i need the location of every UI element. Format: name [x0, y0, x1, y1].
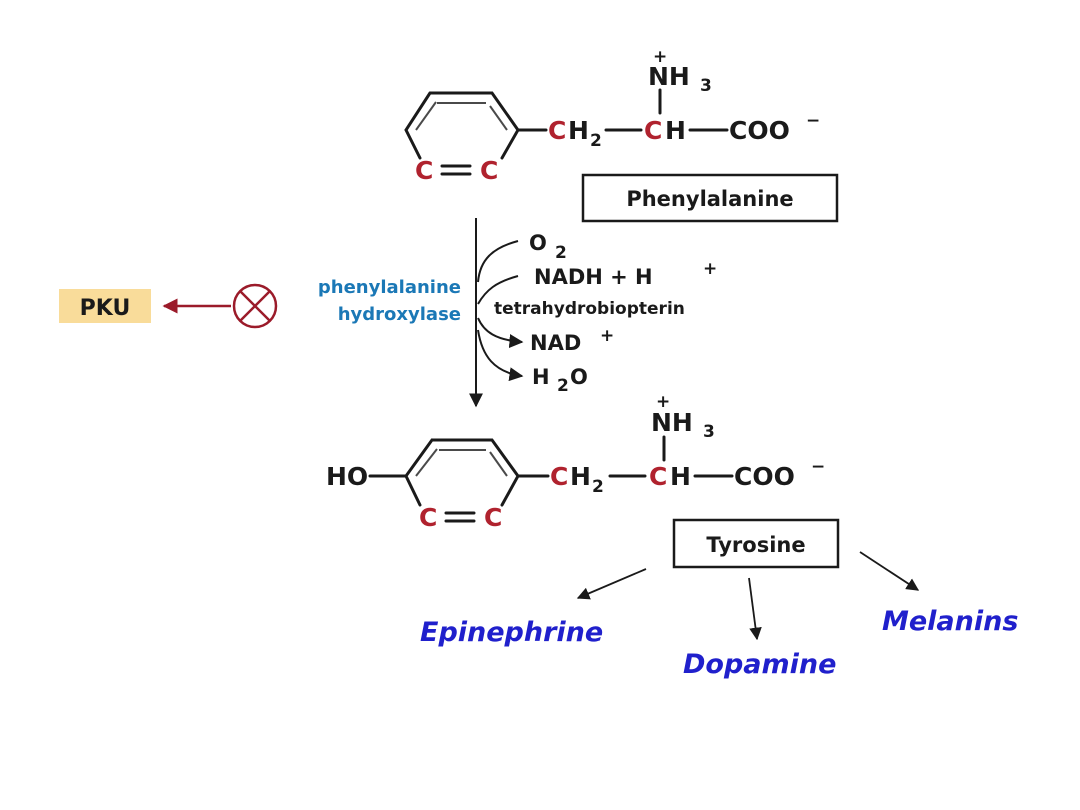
ch2-hydrogen: H [570, 462, 591, 491]
product-epinephrine: Epinephrine [420, 617, 603, 648]
blocked-icon [232, 283, 278, 329]
h2o-output-arrow [477, 329, 524, 382]
alpha-carbon: C [644, 116, 662, 145]
h2o-hydrogen: H [532, 365, 550, 389]
carboxylate-charge: − [811, 457, 825, 477]
nad-label: NAD [530, 331, 581, 355]
ring-carbon-right: C [484, 503, 502, 532]
h2o-subscript: 2 [557, 376, 569, 396]
amino-charge: + [656, 392, 670, 412]
enzyme-name-line1: phenylalanine [318, 277, 461, 298]
dopamine-arrow [748, 577, 762, 641]
phenylalanine-label-box: Phenylalanine [581, 173, 839, 223]
o2-subscript: 2 [555, 243, 567, 263]
alpha-carbon: C [649, 462, 667, 491]
alpha-hydrogen: H [665, 116, 686, 145]
ring-carbon-right: C [480, 156, 498, 185]
amino-group: NH [651, 408, 693, 437]
ch2-carbon: C [550, 462, 568, 491]
hydroxyl-group: HO [326, 462, 368, 491]
cofactors: O 2 NADH + H + tetrahydrobiopterin NAD +… [494, 231, 717, 396]
nadh-label: NADH + H [534, 265, 653, 289]
carboxylate: COO [734, 462, 795, 491]
epinephrine-arrow [576, 568, 647, 600]
h2o-oxygen: O [570, 365, 588, 389]
nad-superscript: + [600, 326, 614, 346]
carboxylate-charge: − [806, 111, 820, 131]
tyrosine-label-box: Tyrosine [672, 518, 840, 569]
melanins-arrow [859, 551, 920, 591]
phenylalanine-structure: C C C H 2 C H COO − + NH 3 [404, 47, 820, 185]
amino-group: NH [648, 62, 690, 91]
tetrahydrobiopterin-label: tetrahydrobiopterin [494, 299, 685, 319]
ch2-carbon: C [548, 116, 566, 145]
nad-output-arrow [477, 317, 524, 349]
nadh-input-arrow [477, 275, 519, 305]
tyrosine-label: Tyrosine [706, 533, 805, 557]
product-melanins: Melanins [882, 606, 1018, 637]
nadh-superscript: + [703, 259, 717, 279]
tyrosine-structure: HO C C C H 2 C H COO − + NH 3 [326, 392, 825, 532]
alpha-hydrogen: H [670, 462, 691, 491]
o2-input-arrow [477, 240, 519, 283]
ch2-hydrogen: H [568, 116, 589, 145]
enzyme-name-line2: hydroxylase [338, 304, 461, 325]
pku-block: PKU [59, 283, 278, 329]
amino-subscript: 3 [703, 422, 715, 442]
o2-label: O [529, 231, 547, 255]
product-dopamine: Dopamine [683, 649, 836, 680]
phenylalanine-ring: C C [404, 91, 520, 185]
amino-charge: + [653, 47, 667, 67]
carboxylate: COO [729, 116, 790, 145]
ch2-subscript: 2 [590, 131, 602, 151]
ring-carbon-left: C [415, 156, 433, 185]
tyrosine-ring: C C [404, 438, 520, 532]
pku-label: PKU [80, 296, 131, 321]
ch2-subscript: 2 [592, 477, 604, 497]
phenylalanine-label: Phenylalanine [626, 187, 793, 211]
ring-carbon-left: C [419, 503, 437, 532]
pku-badge [59, 289, 151, 323]
amino-subscript: 3 [700, 76, 712, 96]
